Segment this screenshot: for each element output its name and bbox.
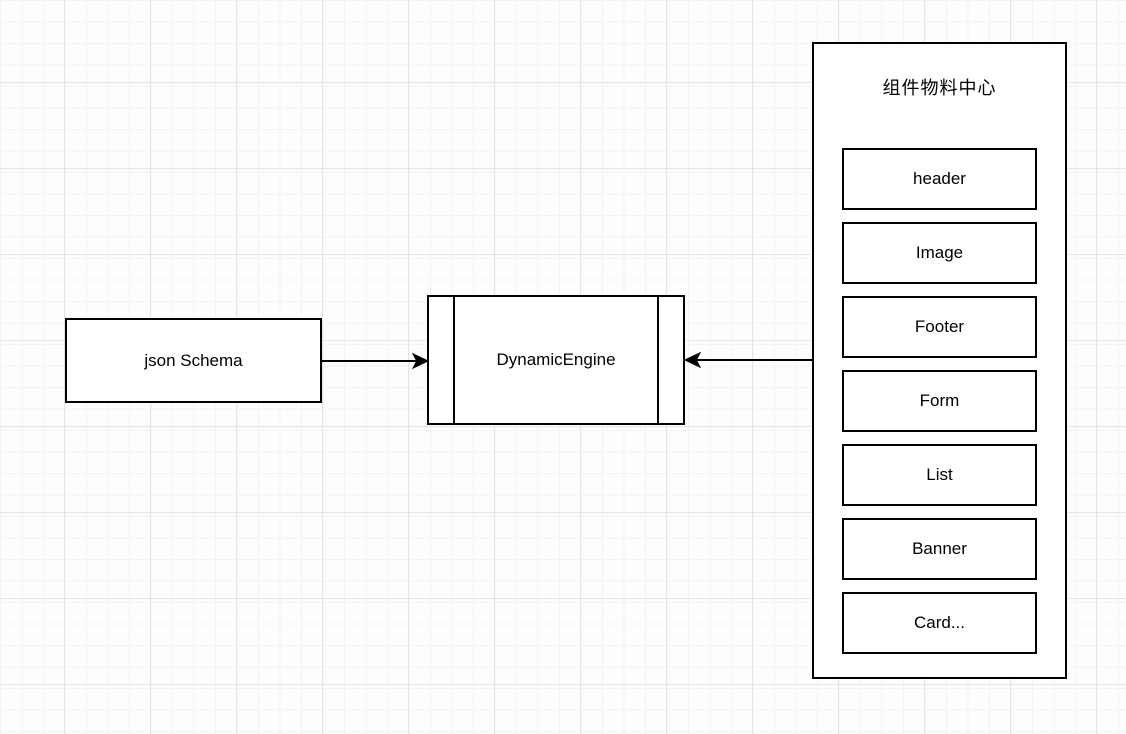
node-json-schema-label: json Schema [144,350,243,370]
component-item-banner: Banner [842,518,1037,580]
material-center-title: 组件物料中心 [882,78,997,98]
component-item-header: header [842,148,1037,210]
material-center-items: header Image Footer Form List Banner Car… [842,148,1037,654]
node-dynamic-engine-label: DynamicEngine [496,350,616,369]
component-item-form: Form [842,370,1037,432]
edge-materialcenter-to-engine [683,351,812,369]
component-item-image: Image [842,222,1037,284]
node-material-center: 组件物料中心 header Image Footer Form List Ban… [812,42,1067,679]
engine-left-bar [453,297,455,423]
engine-right-bar [657,297,659,423]
component-item-footer: Footer [842,296,1037,358]
node-json-schema: json Schema [65,318,322,403]
node-dynamic-engine: DynamicEngine [427,295,685,425]
component-item-card: Card... [842,592,1037,654]
component-item-list: List [842,444,1037,506]
edge-jsonschema-to-engine [322,352,430,370]
